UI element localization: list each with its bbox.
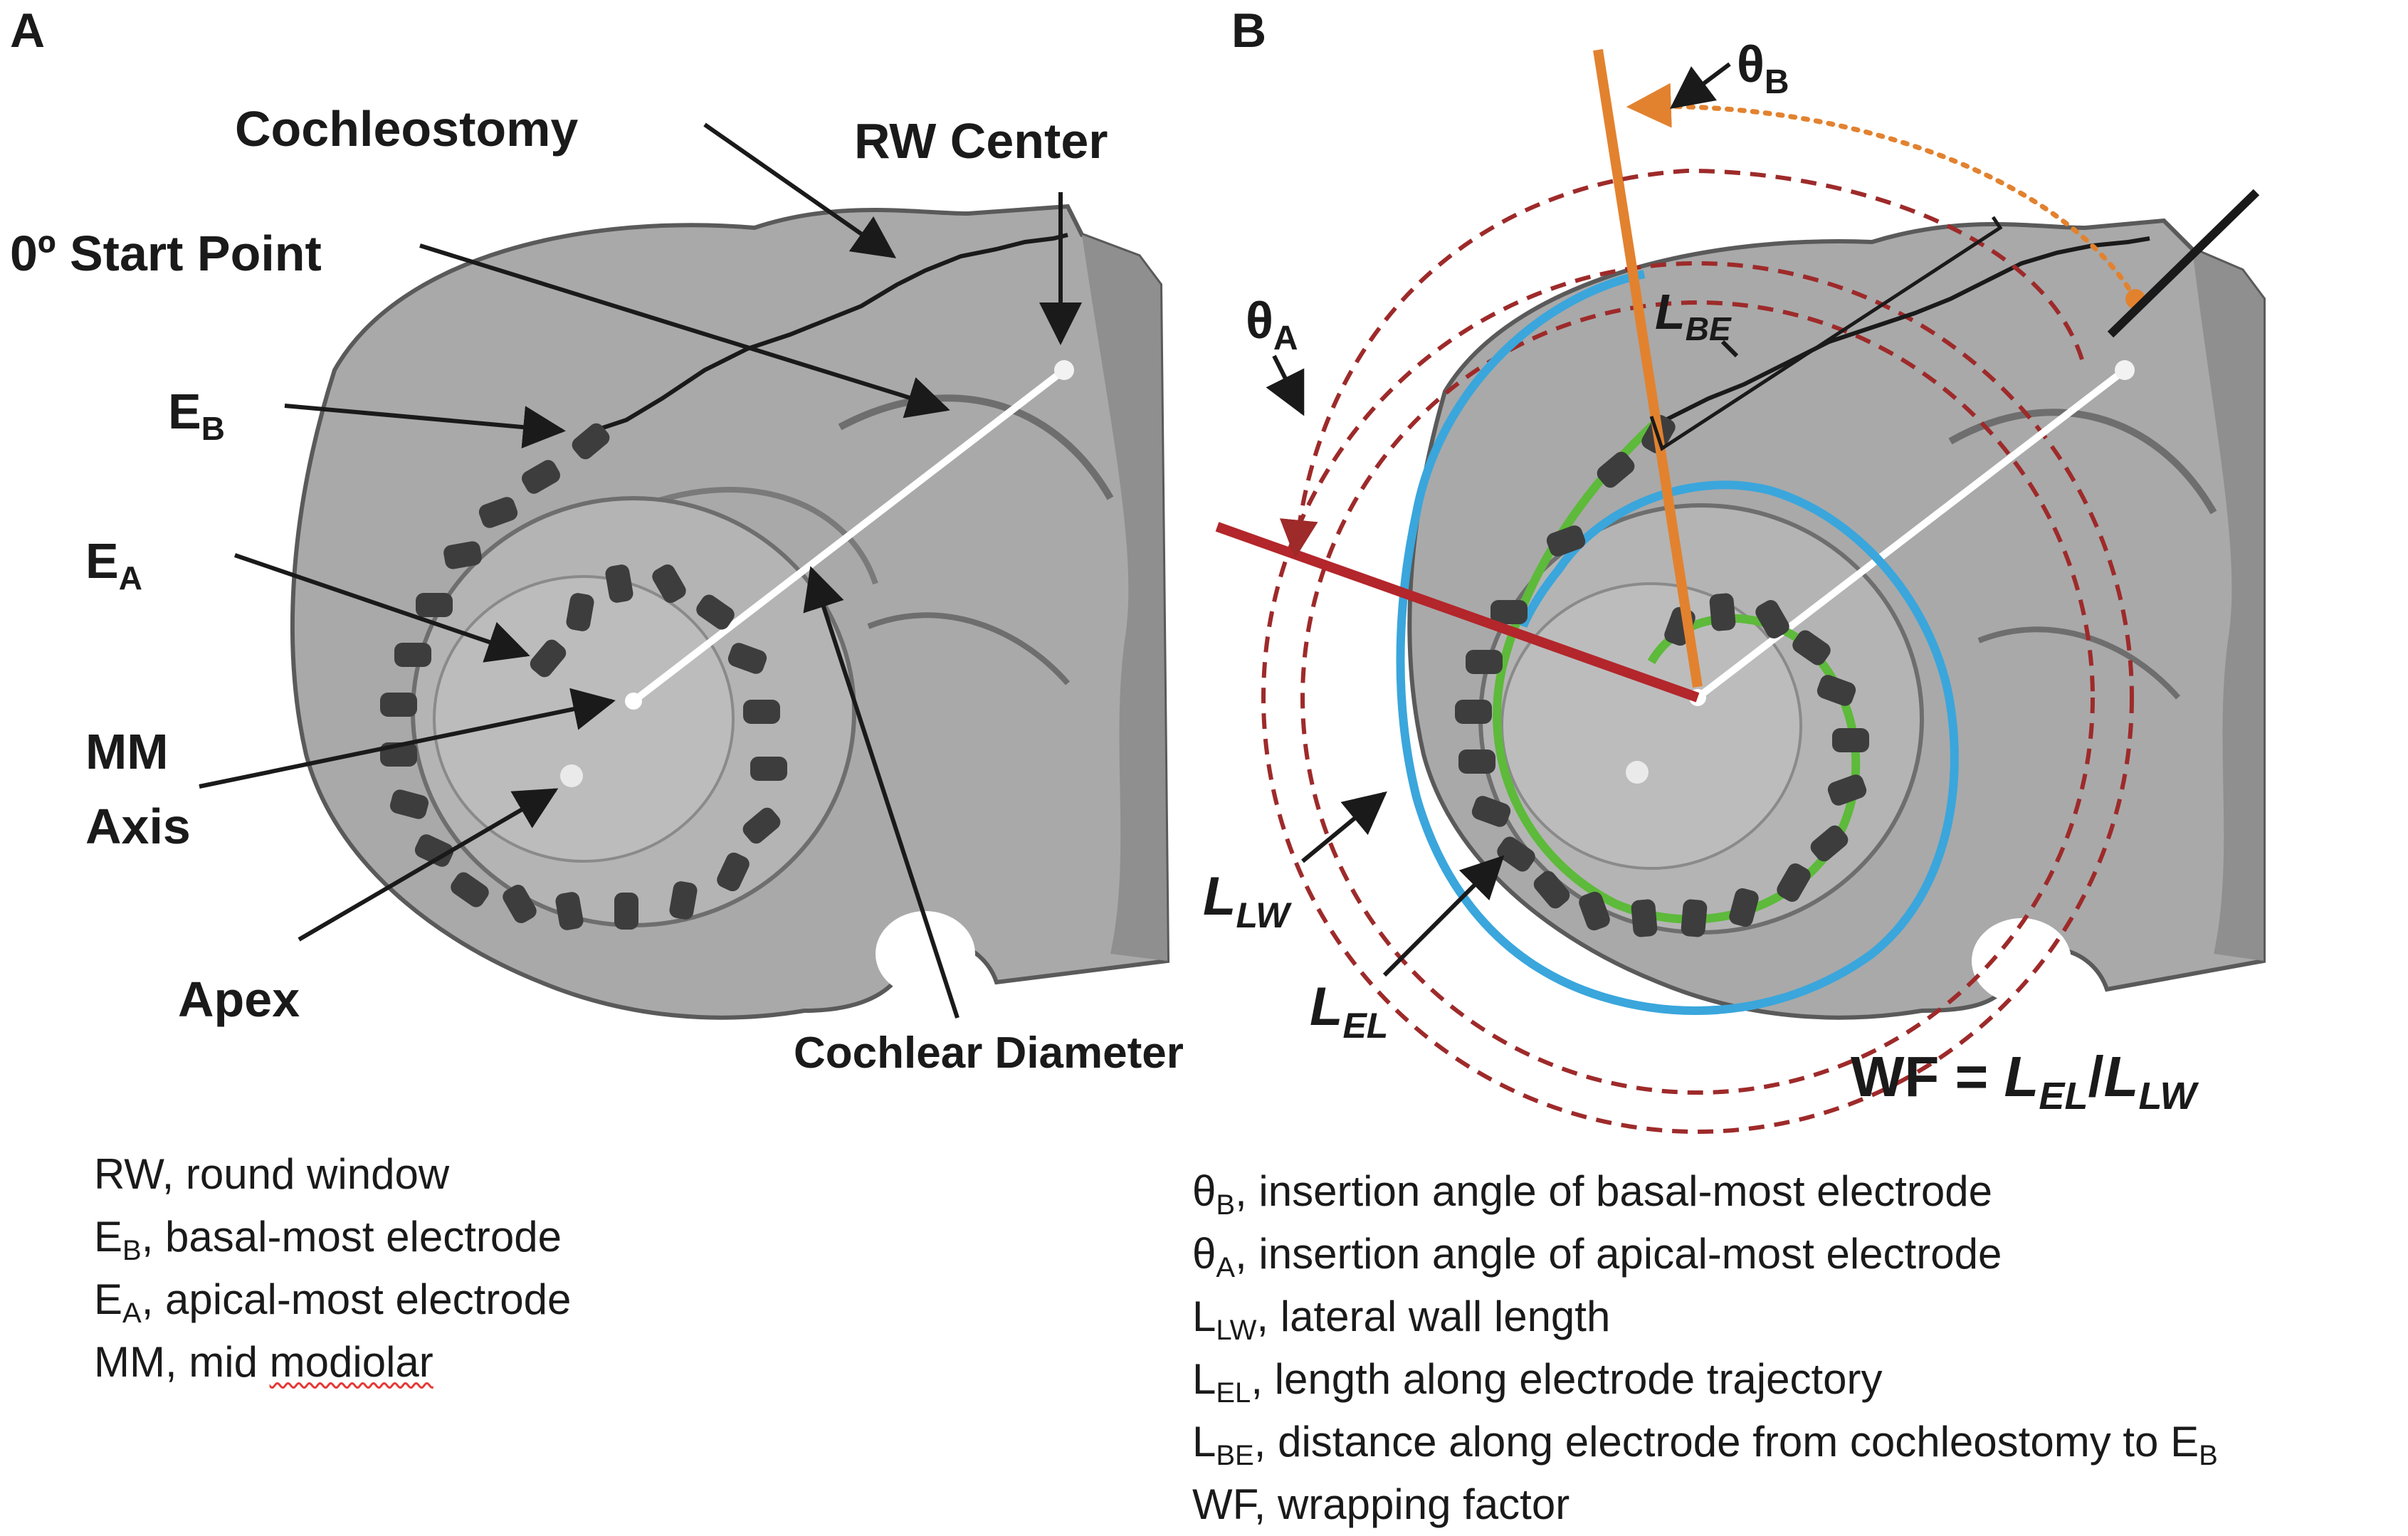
legend-left-item: RW, round window	[94, 1150, 450, 1198]
lateral-wall-spiral	[1396, 270, 1959, 1015]
legend-left-item: EA, apical-most electrode	[94, 1275, 572, 1329]
cochleostomy-edge	[583, 233, 1068, 436]
apex-dot-b	[1626, 761, 1649, 784]
legend-right-item: LLW, lateral wall length	[1192, 1293, 1611, 1346]
label-axis: Axis	[85, 799, 191, 854]
label-cochlear-diameter: Cochlear Diameter	[794, 1029, 1184, 1078]
label-start-point: 0º Start Point	[10, 226, 322, 281]
legend-right: θB, insertion angle of basal-most electr…	[1192, 1160, 2218, 1536]
theta-a-dashed-circle-outer	[1261, 261, 2134, 1134]
theta-a-arc	[1279, 168, 2084, 559]
label-llw: LLW	[1203, 866, 1292, 935]
legend-left: RW, round window EB, basal-most electrod…	[94, 1143, 571, 1394]
label-theta-a: θA	[1246, 293, 1298, 357]
legend-left-item: MM, mid modiolar	[94, 1338, 433, 1386]
legend-right-item: LBE, distance along electrode from cochl…	[1192, 1418, 2218, 1471]
panel-b: B	[1203, 4, 2266, 1134]
panel-b-arrows	[1266, 62, 1739, 977]
theta-b-line	[1593, 48, 1703, 688]
legend-right-item: LEL, length along electrode trajectory	[1192, 1355, 1883, 1409]
label-wf-formula: WF = LEL/LLW	[1851, 1045, 2199, 1117]
label-eb: EB	[168, 384, 225, 447]
legend-right-item: WF, wrapping factor	[1192, 1480, 1570, 1528]
mm-to-rw-axis-b	[1695, 367, 2128, 700]
legend-right-item: θA, insertion angle of apical-most elect…	[1192, 1230, 2002, 1283]
mm-to-rw-axis	[631, 367, 1067, 704]
legend-left-item: EB, basal-most electrode	[94, 1213, 562, 1266]
label-mm: MM	[85, 724, 169, 779]
panel-a-arrows	[199, 122, 1082, 1019]
rw-center-dot-b	[2115, 360, 2135, 380]
legend-right-item: θB, insertion angle of basal-most electr…	[1192, 1167, 1992, 1221]
label-ea: EA	[85, 533, 142, 596]
label-apex: Apex	[178, 972, 300, 1027]
label-cochleostomy: Cochleostomy	[235, 101, 578, 157]
rw-tick	[2107, 189, 2260, 338]
panel-a: A	[10, 4, 1184, 1078]
label-lel: LEL	[1310, 977, 1388, 1046]
label-lbe: LBE	[1655, 284, 1732, 347]
lbe-bracket	[1649, 216, 2003, 451]
rw-center-dot	[1054, 360, 1074, 380]
theta-b-arc	[1626, 83, 2138, 302]
apex-dot	[560, 764, 583, 787]
theta-a-dashed-circle-inner	[1300, 300, 2095, 1095]
cochleostomy-edge-b	[1664, 236, 2150, 422]
label-rw-center: RW Center	[854, 113, 1108, 169]
panel-b-letter: B	[1231, 4, 1266, 58]
label-theta-b: θB	[1737, 36, 1789, 101]
panel-a-letter: A	[10, 4, 45, 58]
mm-axis-dot	[625, 693, 642, 710]
